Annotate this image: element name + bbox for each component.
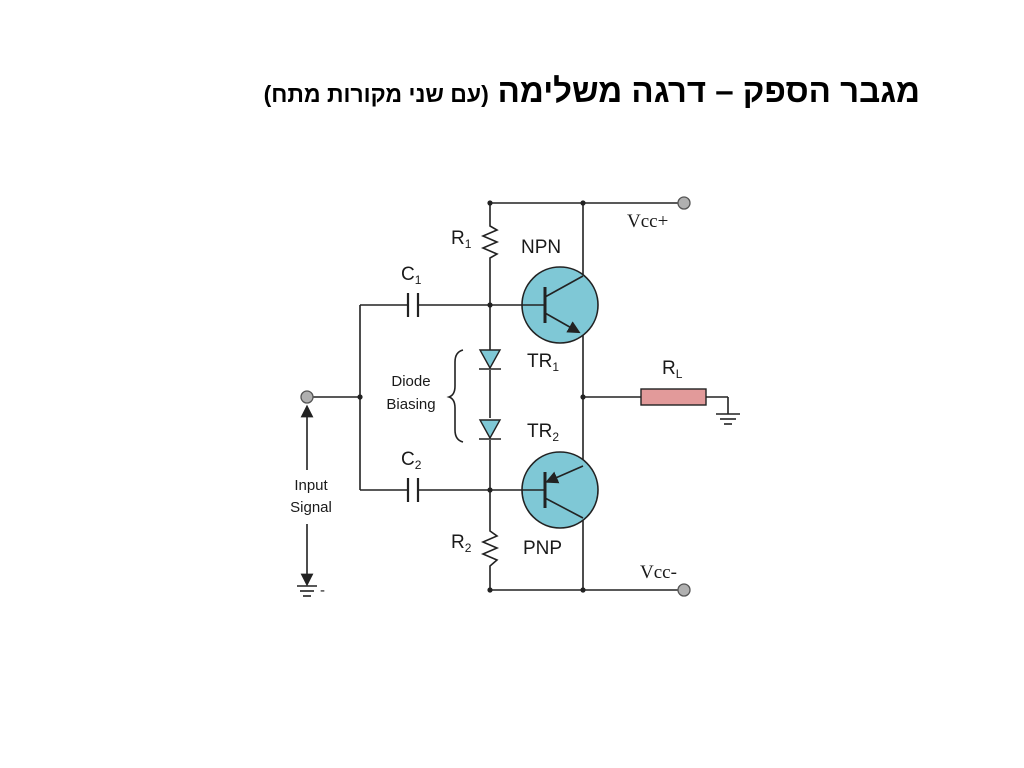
transistor-npn-tr1	[521, 266, 599, 344]
title-subtitle: (עם שני מקורות מתח)	[263, 81, 489, 107]
label-tr1: TR1	[527, 351, 559, 374]
load-ground-icon	[716, 413, 740, 425]
vcc-minus-terminal	[677, 583, 691, 597]
label-r1: R1	[451, 228, 472, 251]
capacitor-c1	[406, 293, 420, 317]
label-ground-minus: -	[320, 582, 325, 599]
label-rl: RL	[662, 358, 683, 381]
label-vcc-plus: Vcc+	[627, 211, 668, 232]
label-npn: NPN	[521, 237, 561, 258]
label-c2: C2	[401, 449, 422, 472]
label-vcc-minus: Vcc-	[640, 562, 677, 583]
label-c1: C1	[401, 264, 422, 287]
junction-dots	[357, 200, 586, 593]
capacitor-c2	[406, 478, 420, 502]
vcc-minus-rail	[490, 583, 691, 597]
vcc-plus-rail	[490, 196, 691, 210]
label-input-signal-line2: Signal	[290, 499, 332, 516]
label-tr2: TR2	[527, 421, 559, 444]
diode-biasing-brace	[446, 349, 464, 443]
label-input-signal-line1: Input	[294, 477, 328, 494]
resistor-r1	[480, 222, 500, 262]
diode-2	[478, 419, 502, 440]
diode-1	[478, 349, 502, 370]
label-r2: R2	[451, 532, 472, 555]
input-terminal	[300, 390, 314, 404]
output-load	[583, 388, 729, 414]
label-pnp: PNP	[523, 538, 562, 559]
vcc-plus-terminal	[677, 196, 691, 210]
input-ground-icon	[297, 585, 317, 597]
load-resistor-rl	[640, 388, 707, 406]
transistor-pnp-tr2	[521, 451, 599, 529]
resistor-r2	[480, 527, 500, 570]
label-diode-biasing-line2: Biasing	[386, 396, 435, 413]
slide-title: מגבר הספק – דרגה משלימה (עם שני מקורות מ…	[264, 72, 920, 110]
label-diode-biasing-line1: Diode	[391, 373, 430, 390]
title-main: מגבר הספק – דרגה משלימה	[497, 72, 920, 109]
